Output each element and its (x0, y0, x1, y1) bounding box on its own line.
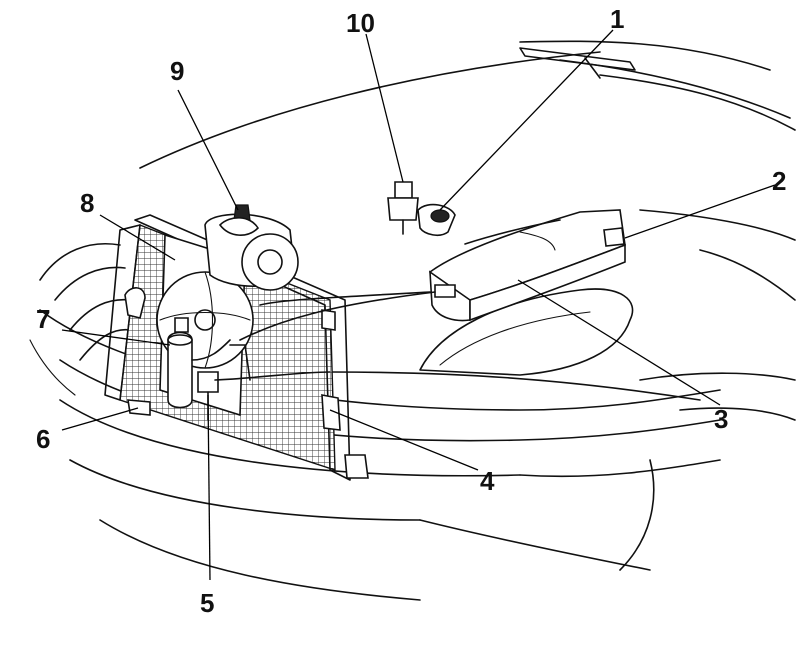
callout-8: 8 (80, 188, 94, 218)
compressor (204, 204, 299, 291)
receiver-drier (167, 317, 231, 409)
refrigerant-lines (214, 291, 436, 381)
callout-7: 7 (36, 304, 50, 334)
callout-9: 9 (170, 56, 184, 86)
callout-10: 10 (346, 8, 375, 38)
leader-lines (61, 29, 776, 581)
callout-2: 2 (772, 166, 786, 196)
sensor-connectors (387, 181, 456, 237)
callout-1: 1 (610, 4, 624, 34)
callout-4: 4 (480, 466, 495, 496)
evaporator-unit (429, 209, 626, 322)
callout-5: 5 (200, 588, 214, 618)
callout-3: 3 (714, 404, 728, 434)
callout-6: 6 (36, 424, 50, 454)
callout-labels: 1 2 3 4 5 6 7 8 9 10 (36, 4, 786, 618)
